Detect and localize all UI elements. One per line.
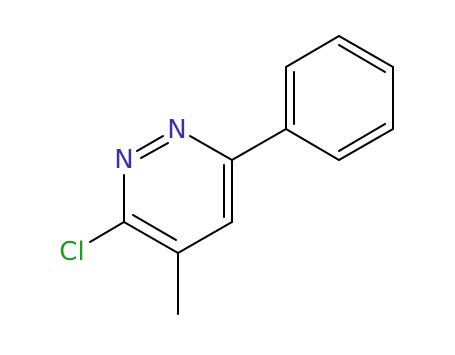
bond-c6-phenyl	[231, 128, 287, 161]
bond-ph-3-inner	[338, 44, 386, 73]
bond-ph-6	[285, 128, 340, 161]
bond-c4-c5	[177, 221, 233, 254]
bond-n1-n2-a	[136, 135, 164, 152]
atom-label-cl: Cl	[59, 237, 84, 267]
bond-ph-5	[338, 128, 394, 161]
atom-label-n1: N	[167, 115, 186, 145]
atom-label-n2: N	[114, 145, 133, 175]
bond-c3-c4-inner	[132, 214, 177, 241]
bond-c3-c4	[123, 221, 179, 254]
bond-c3-cl	[89, 221, 125, 243]
bond-ph-3	[338, 35, 394, 68]
bond-n1-n2-b	[140, 142, 169, 159]
bond-ph-2	[285, 35, 340, 68]
bond-c6-n1	[189, 135, 233, 161]
bonds	[89, 35, 394, 315]
bond-ph-5-inner	[338, 123, 386, 152]
